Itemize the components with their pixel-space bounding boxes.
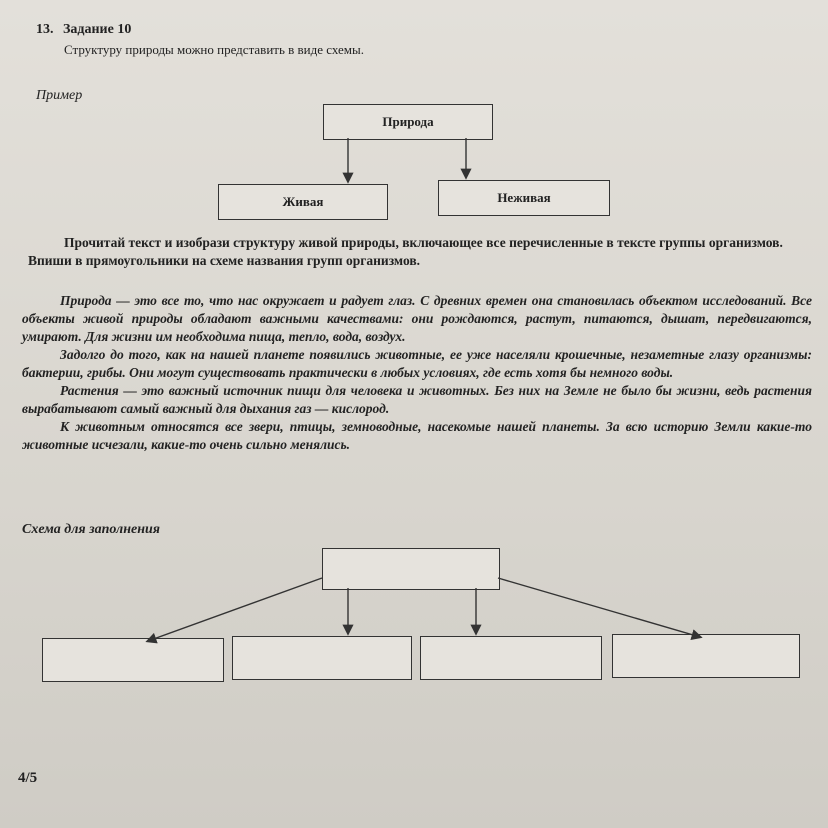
scheme-box-3[interactable] bbox=[420, 636, 602, 680]
scheme-label: Схема для заполнения bbox=[22, 522, 160, 537]
example-left-box: Живая bbox=[218, 184, 388, 220]
example-right-label: Неживая bbox=[497, 190, 551, 205]
task-header: 13. Задание 10 bbox=[36, 22, 131, 38]
text-paragraph: Задолго до того, как на нашей планете по… bbox=[22, 347, 812, 380]
text-paragraph: Природа — это все то, что нас окружает и… bbox=[22, 293, 812, 344]
example-right-box: Неживая bbox=[438, 180, 610, 216]
intro-text: Структуру природы можно представить в ви… bbox=[64, 42, 365, 57]
scheme-arrow-1 bbox=[145, 577, 323, 644]
instruction-text: Прочитай текст и изобрази структуру живо… bbox=[28, 235, 783, 268]
scheme-box-1[interactable] bbox=[42, 638, 224, 682]
example-root-box: Природа bbox=[323, 104, 493, 140]
page-number: 4/5 bbox=[18, 770, 38, 786]
scheme-arrow-4 bbox=[497, 577, 703, 641]
reading-text: Природа — это все то, что нас окружает и… bbox=[22, 292, 812, 454]
text-paragraph: К животным относятся все звери, птицы, з… bbox=[22, 419, 812, 452]
text-paragraph: Растения — это важный источник пищи для … bbox=[22, 383, 812, 416]
scheme-box-2[interactable] bbox=[232, 636, 412, 680]
task-title: Задание 10 bbox=[63, 22, 132, 37]
example-root-label: Природа bbox=[382, 114, 434, 129]
scheme-box-4[interactable] bbox=[612, 634, 800, 678]
example-left-label: Живая bbox=[282, 194, 324, 209]
task-number: 13. bbox=[36, 22, 54, 37]
scheme-root-box[interactable] bbox=[322, 548, 500, 590]
example-label: Пример bbox=[36, 88, 83, 103]
